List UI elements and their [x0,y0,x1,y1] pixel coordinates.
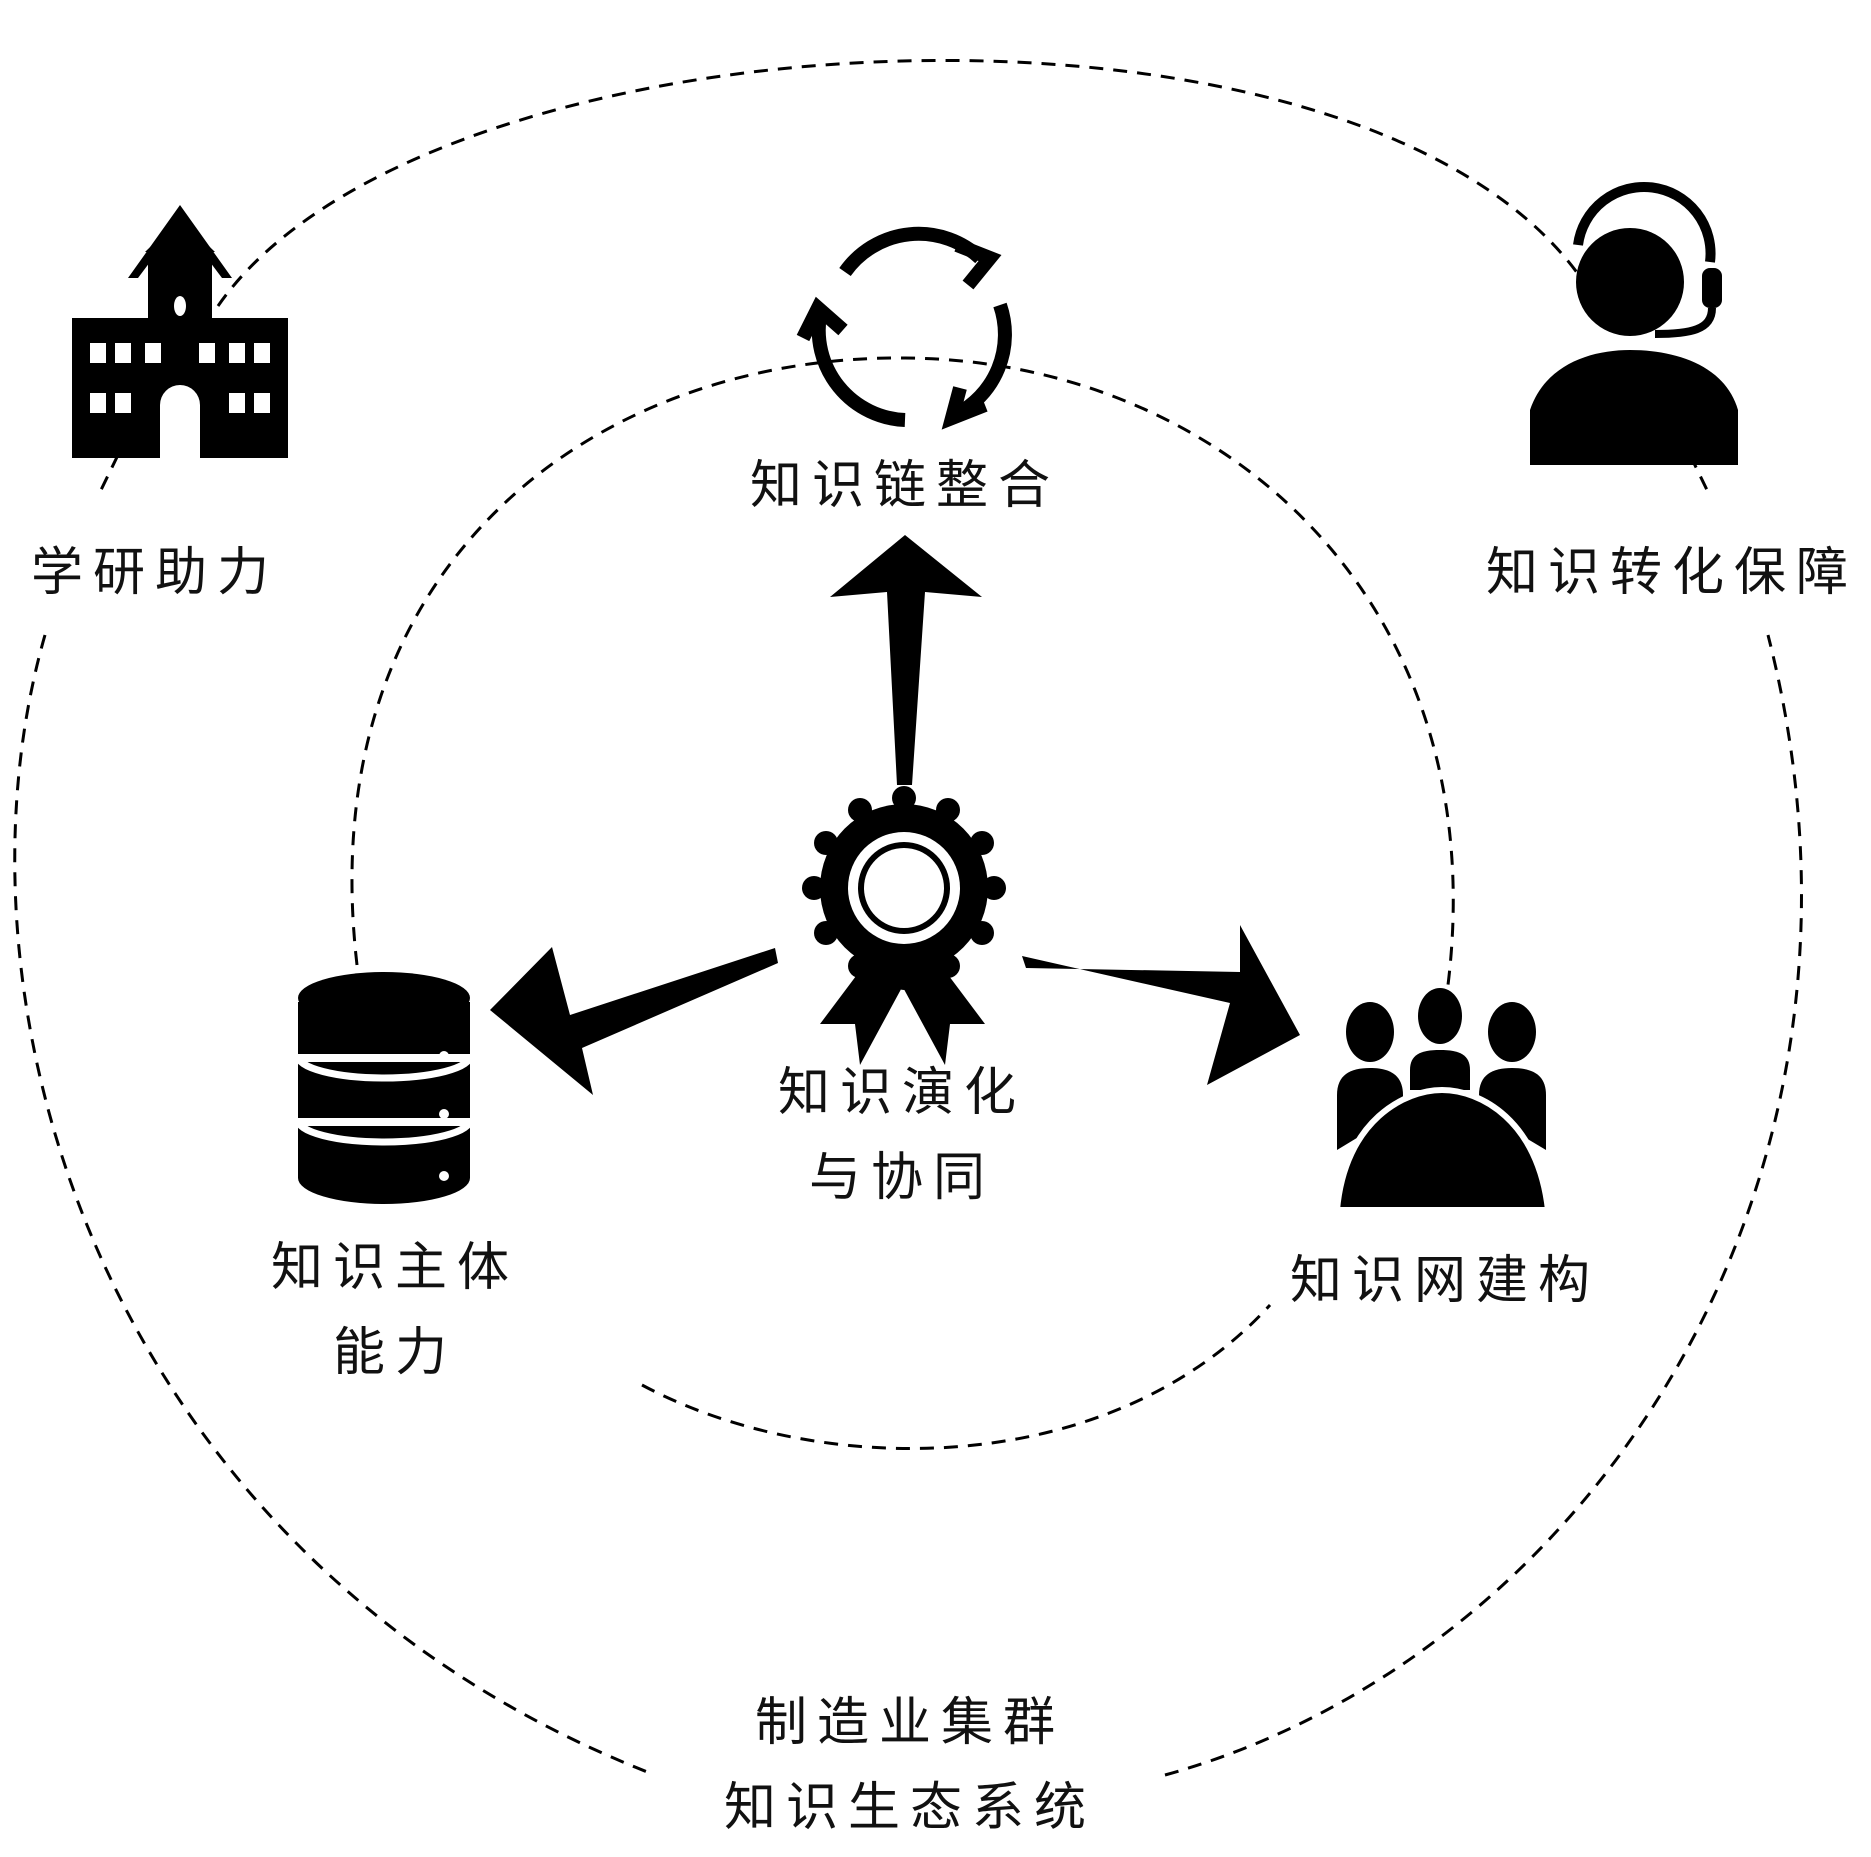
school-windows [90,343,270,413]
outer-bottom-label-line1: 制造业集群 [755,1693,1065,1753]
outer-top-left-label: 学研助力 [31,543,279,603]
arrow-to-right [1022,925,1300,1085]
ribbon-left [820,948,906,1065]
db-divider-2 [294,1119,474,1146]
cycle-head-3 [796,296,848,342]
db-led-1 [439,1051,449,1061]
arrow-to-left [490,947,778,1095]
person-mid-head [1418,988,1462,1044]
node-right-label: 知识网建构 [1290,1251,1600,1311]
outer-ring-arc-right [1164,634,1803,1777]
arrow-to-top [830,535,982,785]
agent-mic [1654,307,1716,338]
node-left-label-line2: 能力 [333,1323,457,1383]
cycle-arrows-icon [796,226,1012,430]
agent-earpiece [1702,268,1722,308]
support-agent-icon [1530,181,1738,465]
person-mid-body [1410,1050,1470,1090]
school-window-top [174,296,186,316]
outer-top-right-label: 知识转化保障 [1486,543,1858,603]
person-right-head [1488,1002,1536,1062]
labels: 知识演化 与协同 知识链整合 知识主体 能力 知识网建构 学研助力 知识转化保障… [31,456,1858,1838]
person-right-body [1479,1068,1546,1150]
person-left-body [1337,1068,1403,1150]
cycle-head-1 [954,238,1002,290]
db-led-3 [439,1171,449,1181]
rosette-center-white [864,848,944,928]
outer-ring-arc-top [216,58,1597,307]
db-led-2 [439,1109,449,1119]
database-icon [294,972,474,1204]
center-label-line1: 知识演化 [778,1063,1026,1123]
award-ribbon-icon [802,786,1006,1065]
people-group-icon [1333,988,1552,1213]
ribbon-right [899,948,985,1065]
school-building-icon [72,205,288,458]
arrows [490,535,1300,1095]
inner-ring [350,356,1455,1450]
rosette-scallops [802,786,1006,990]
agent-headset-band [1573,181,1716,263]
agent-body [1530,350,1738,465]
person-left-head [1346,1002,1394,1062]
node-top-label: 知识链整合 [750,456,1060,516]
outer-bottom-label-line2: 知识生态系统 [724,1778,1096,1838]
inner-ring-arc-main [350,356,1455,986]
table-dome [1333,1086,1552,1213]
school-tower-roof [145,218,215,252]
inner-ring-arc-bottom [641,1303,1272,1450]
outer-ring-tick-left [98,454,120,493]
node-left-label-line1: 知识主体 [271,1238,519,1298]
agent-head [1576,228,1684,336]
db-body-1 [298,1002,470,1054]
cycle-arc-3 [811,313,906,427]
db-bottom [298,1152,470,1204]
cycle-head-2 [941,386,988,430]
center-label-line2: 与协同 [809,1148,995,1208]
school-door [160,385,200,458]
outer-ring-arc-left [13,634,656,1777]
db-divider-1 [294,1055,474,1082]
